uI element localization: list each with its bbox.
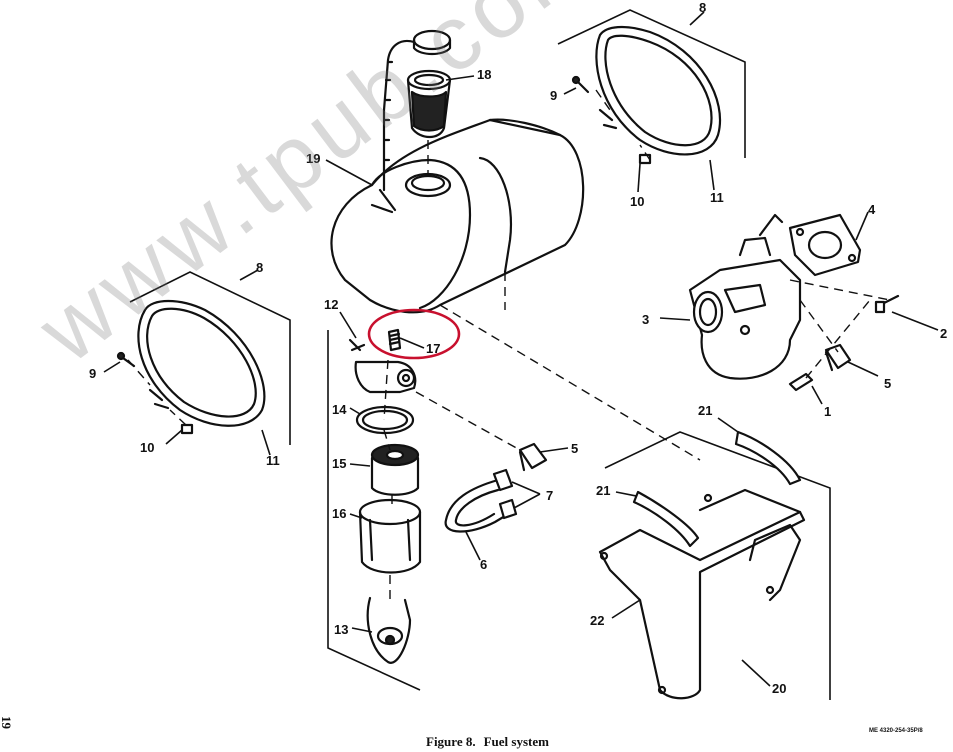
- carburetor: [688, 213, 802, 380]
- figure-caption: Figure 8. Fuel system: [426, 734, 549, 750]
- fuel-tank: [330, 118, 585, 314]
- callout-5-bowl: 5: [571, 441, 578, 456]
- elbow-5-carb: [824, 343, 852, 372]
- callout-17: 17: [426, 341, 440, 356]
- callout-11-upper: 11: [710, 190, 724, 205]
- part-17-fitting: [387, 328, 402, 352]
- filler-screen: [406, 29, 452, 139]
- callout-15: 15: [332, 456, 346, 471]
- pad-21-lower: [632, 490, 700, 548]
- callout-6: 6: [480, 557, 487, 572]
- callout-22: 22: [590, 613, 604, 628]
- elbow-5-bowl: [518, 442, 548, 472]
- bail-13: [366, 596, 412, 664]
- callout-9-left: 9: [89, 366, 96, 381]
- frame-bracket: [604, 431, 831, 700]
- callout-10-upper: 10: [630, 194, 644, 209]
- carburetor-gasket: [788, 213, 862, 277]
- frame-upper-strap: [557, 9, 746, 158]
- callout-4: 4: [868, 202, 876, 217]
- filter-element-15: [370, 443, 420, 496]
- callout-14: 14: [332, 402, 347, 417]
- carburetor-screw: [874, 294, 900, 314]
- nut-10-left: [180, 423, 194, 435]
- tank-strap-upper: [595, 25, 722, 156]
- callout-13: 13: [334, 622, 348, 637]
- callout-20: 20: [772, 681, 786, 696]
- callout-19: 19: [306, 151, 320, 166]
- callout-16: 16: [332, 506, 346, 521]
- callout-labels: 1 2 3 4 5 5 6 7 8 8 9 9 10 10 11 11 12 1…: [89, 0, 947, 696]
- callout-8-left: 8: [256, 260, 263, 275]
- bowl-16: [358, 498, 422, 574]
- tank-strap-left: [137, 300, 266, 427]
- callout-5-carb: 5: [884, 376, 891, 391]
- pad-21-upper: [734, 430, 802, 486]
- figure-title: Fuel system: [483, 734, 549, 749]
- highlight-circle: [367, 308, 461, 360]
- callout-21-upper: 21: [698, 403, 712, 418]
- callout-10-left: 10: [140, 440, 154, 455]
- sediment-bowl-body: [348, 338, 417, 394]
- callout-3: 3: [642, 312, 649, 327]
- fitting-7: [492, 468, 518, 520]
- filler-chain: [382, 39, 416, 192]
- callout-leaders: [103, 11, 939, 687]
- callout-12: 12: [324, 297, 338, 312]
- frame-left-strap: [129, 271, 291, 445]
- callout-7: 7: [546, 488, 553, 503]
- fuel-line-6: [444, 478, 507, 533]
- callout-8-upper: 8: [699, 0, 706, 15]
- figure-label: Figure 8.: [426, 734, 476, 749]
- tank-bracket-20: [598, 488, 806, 700]
- callout-9-upper: 9: [550, 88, 557, 103]
- callout-11-left: 11: [266, 453, 280, 468]
- exploded-view-dashes: [127, 89, 891, 600]
- callout-2: 2: [940, 326, 947, 341]
- callout-1: 1: [824, 404, 831, 419]
- screw-9-upper: [571, 75, 590, 94]
- page-number: 19: [0, 716, 14, 729]
- part-1-gasket: [788, 372, 814, 392]
- drawing-code: ME 4320-254-35P/8: [869, 728, 923, 734]
- callout-21-lower: 21: [596, 483, 610, 498]
- callout-18: 18: [477, 67, 491, 82]
- frame-sediment-bowl: [327, 330, 421, 691]
